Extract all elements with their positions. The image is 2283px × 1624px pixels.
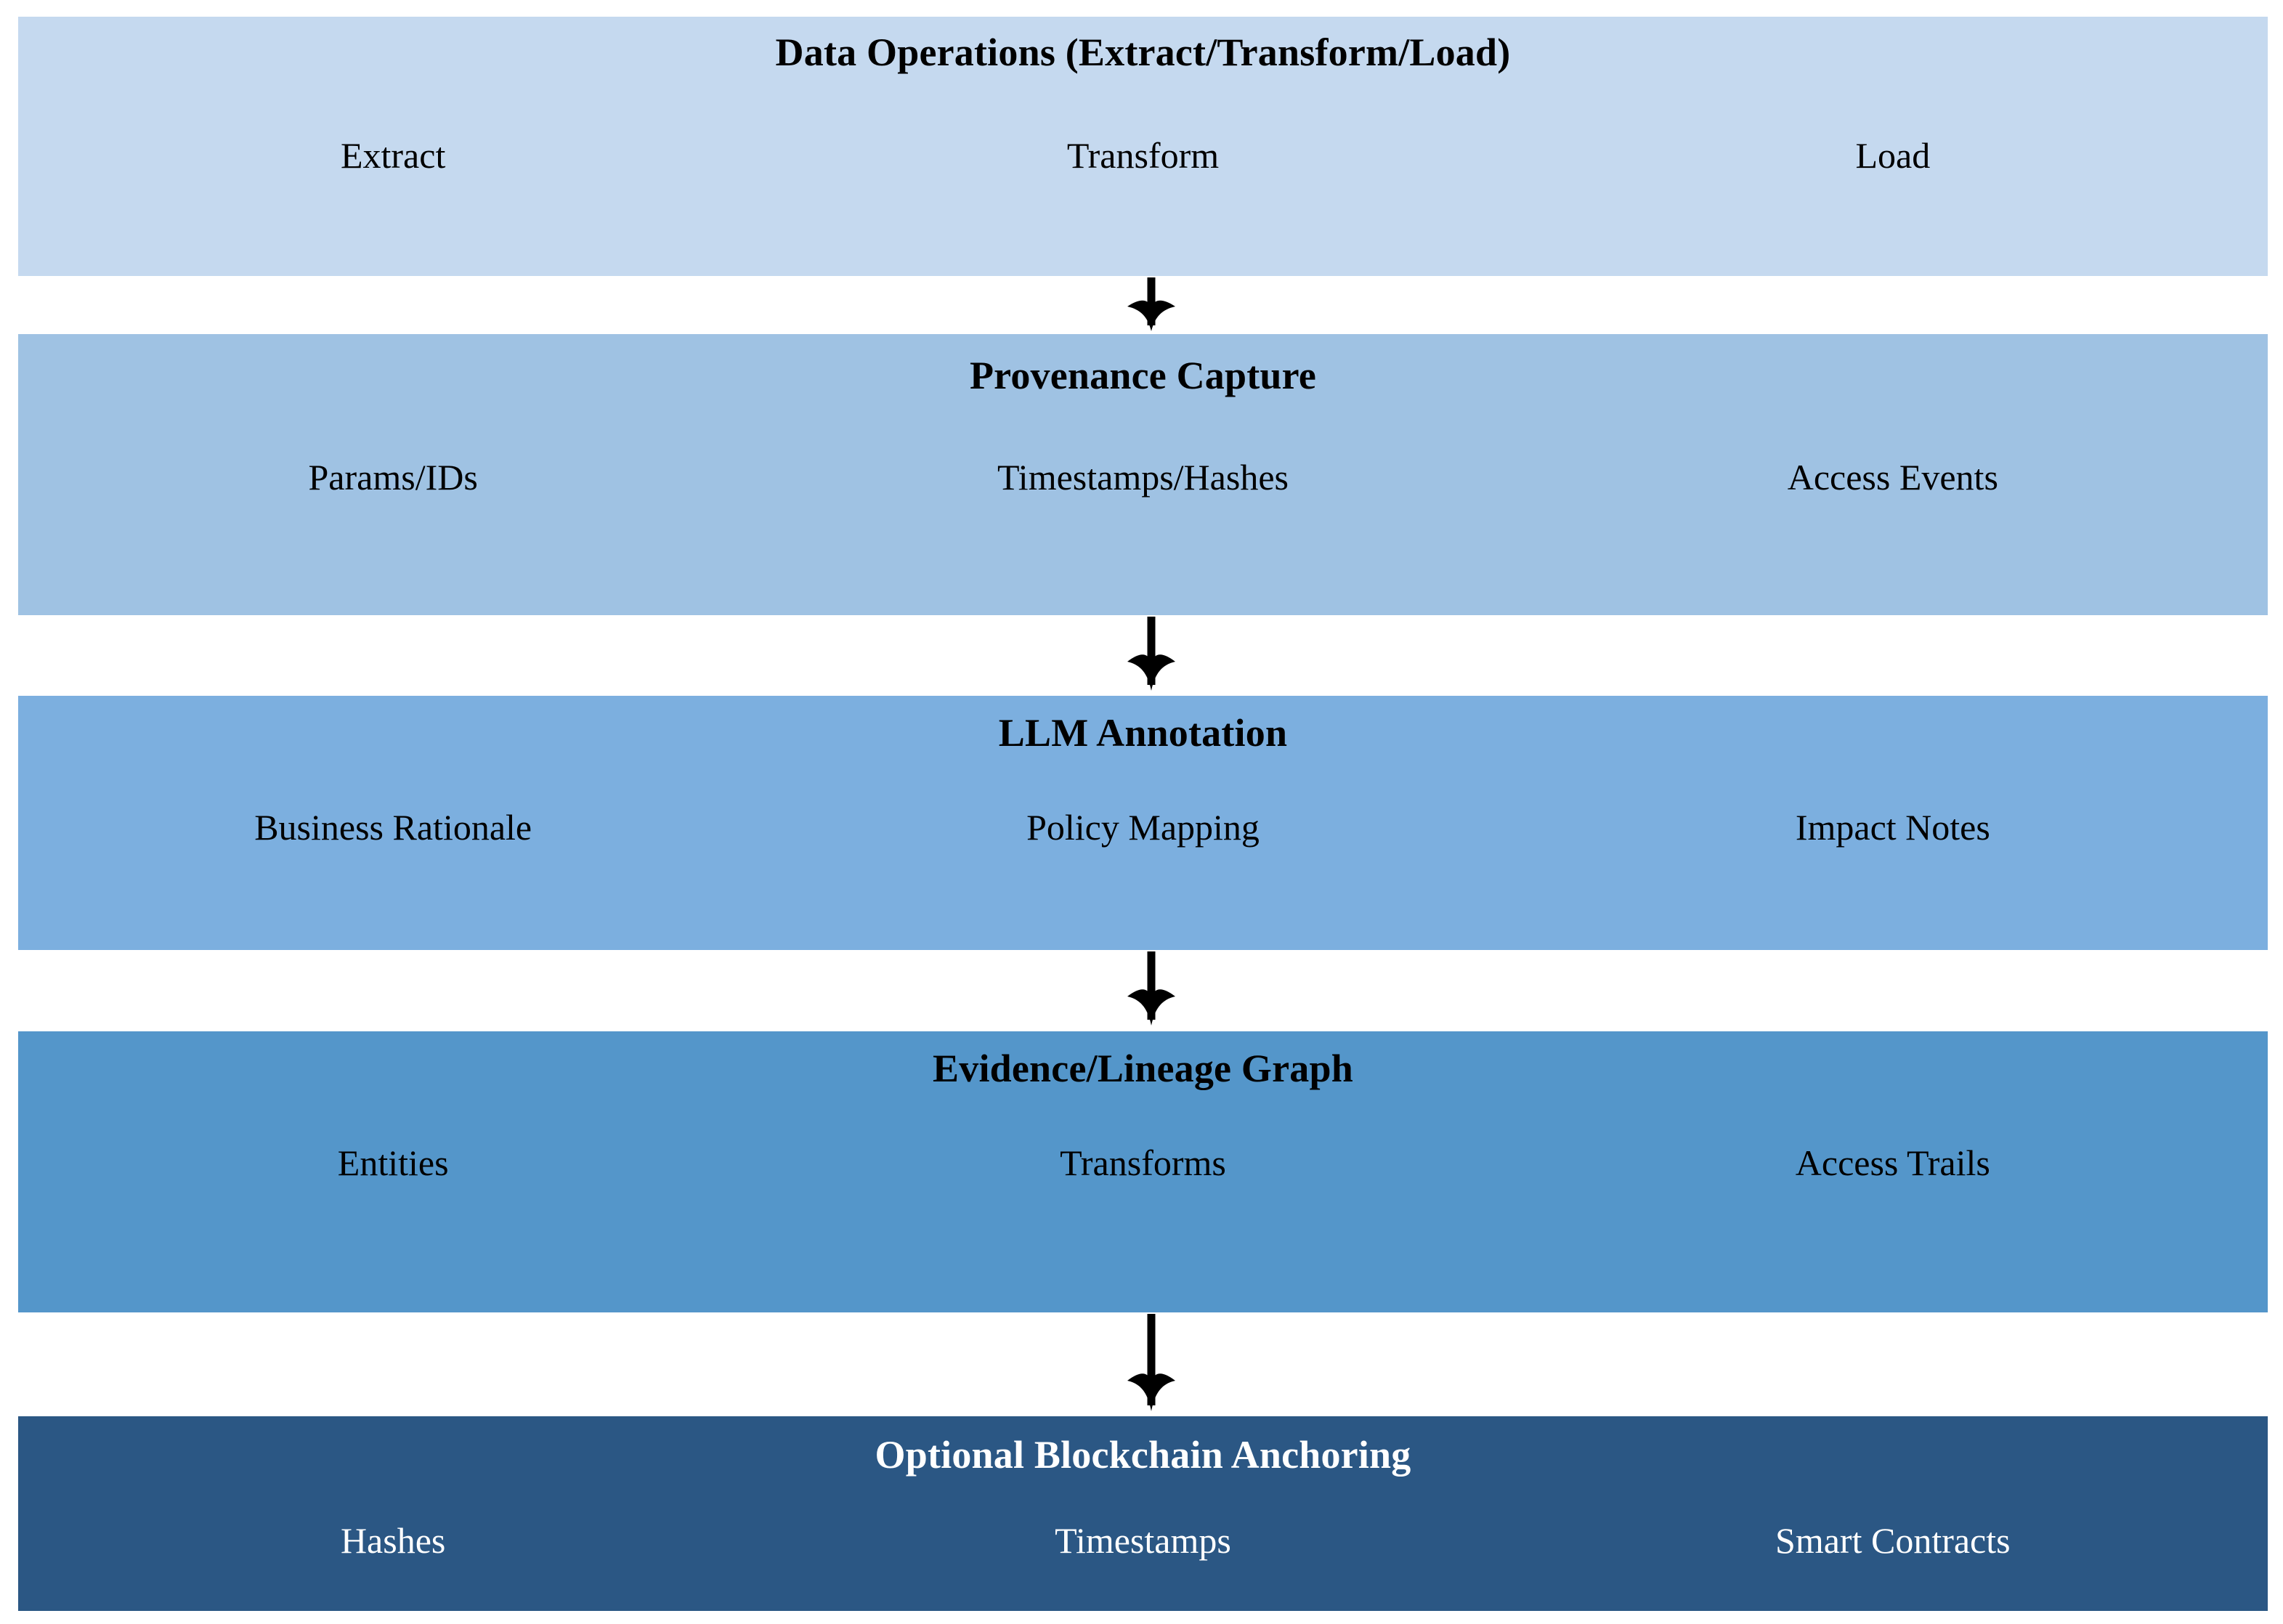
layer-title-blockchain-anchoring: Optional Blockchain Anchoring [875,1433,1411,1477]
layer-item-params-ids: Params/IDs [308,457,478,498]
layer-item-transform: Transform [1066,135,1220,176]
layer-items-provenance-capture: Params/IDs Timestamps/Hashes Access Even… [18,459,2268,495]
down-arrow-icon [1111,951,1191,1030]
down-arrow-icon [1111,617,1191,695]
layer-llm-annotation: LLM Annotation Business Rationale Policy… [18,696,2268,950]
layer-item-transforms: Transforms [1060,1142,1226,1183]
layer-item-timestamps-hashes: Timestamps/Hashes [997,457,1289,498]
layer-items-evidence-lineage-graph: Entities Transforms Access Trails [18,1145,2268,1181]
layer-item-impact-notes: Impact Notes [1795,807,1990,848]
layer-title-evidence-lineage-graph: Evidence/Lineage Graph [933,1047,1353,1090]
layer-items-blockchain-anchoring: Hashes Timestamps Smart Contracts [18,1522,2268,1559]
layer-items-data-operations: Extract Transform Load [18,137,2268,174]
layer-item-entities: Entities [337,1142,449,1183]
layer-item-load: Load [1855,135,1931,176]
down-arrow-icon [1111,277,1191,334]
layer-title-llm-annotation: LLM Annotation [998,711,1288,755]
layer-blockchain-anchoring: Optional Blockchain Anchoring Hashes Tim… [18,1416,2268,1611]
layer-evidence-lineage-graph: Evidence/Lineage Graph Entities Transfor… [18,1031,2268,1312]
layer-item-business-rationale: Business Rationale [254,807,532,848]
layer-title-data-operations: Data Operations (Extract/Transform/Load) [775,31,1511,74]
layer-item-hashes: Hashes [340,1520,446,1561]
layer-item-smart-contracts: Smart Contracts [1775,1520,2011,1561]
layer-item-timestamps: Timestamps [1055,1520,1231,1561]
layer-items-llm-annotation: Business Rationale Policy Mapping Impact… [18,809,2268,845]
layer-item-extract: Extract [340,135,446,176]
layer-provenance-capture: Provenance Capture Params/IDs Timestamps… [18,334,2268,615]
layer-data-operations: Data Operations (Extract/Transform/Load)… [18,17,2268,276]
layer-item-access-events: Access Events [1787,457,1998,498]
down-arrow-icon [1111,1314,1191,1416]
layer-title-provenance-capture: Provenance Capture [969,354,1317,397]
layer-item-access-trails: Access Trails [1795,1142,1990,1183]
layer-item-policy-mapping: Policy Mapping [1026,807,1260,848]
